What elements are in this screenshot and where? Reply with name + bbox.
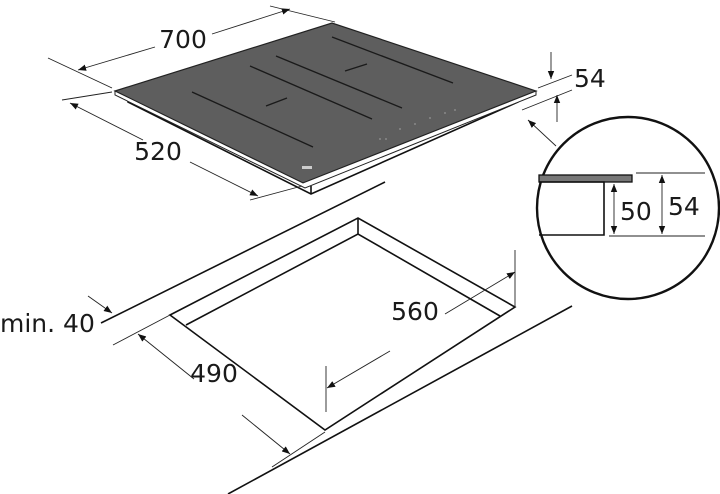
cutout-width-label: 560: [391, 297, 439, 326]
min-distance-dimension: min. 40: [0, 295, 113, 338]
hob-height-label: 54: [574, 64, 606, 93]
glass-section: [538, 174, 633, 183]
cooking-zone-marks: [191, 36, 454, 148]
countertop: [100, 181, 573, 494]
hob-glass-edge: [114, 90, 537, 189]
hob-width-dimension: 700: [47, 5, 336, 89]
countertop-front-edge: [227, 305, 573, 494]
hob: [113, 22, 538, 195]
min-distance-label: min. 40: [0, 309, 95, 338]
cutout-depth-label: 490: [190, 359, 238, 388]
edge-detail-callout: 50 54: [527, 115, 720, 301]
cutout-width-dimension: 560: [325, 250, 516, 412]
hob-depth-dimension: 520: [61, 91, 303, 201]
total-height-label: 54: [668, 192, 700, 221]
hob-width-label: 700: [159, 25, 207, 54]
cutout-outline: [168, 217, 517, 431]
cutout-depth-dimension: 490: [112, 314, 326, 468]
detail-circle: [535, 115, 720, 301]
body-section: [539, 181, 605, 236]
countertop-back-edge: [100, 181, 386, 324]
brand-logo: [302, 166, 312, 169]
hob-depth-label: 520: [134, 137, 182, 166]
control-panel-dots: [379, 109, 456, 140]
inner-height-label: 50: [620, 197, 652, 226]
hob-height-dimension: 54: [521, 52, 606, 122]
